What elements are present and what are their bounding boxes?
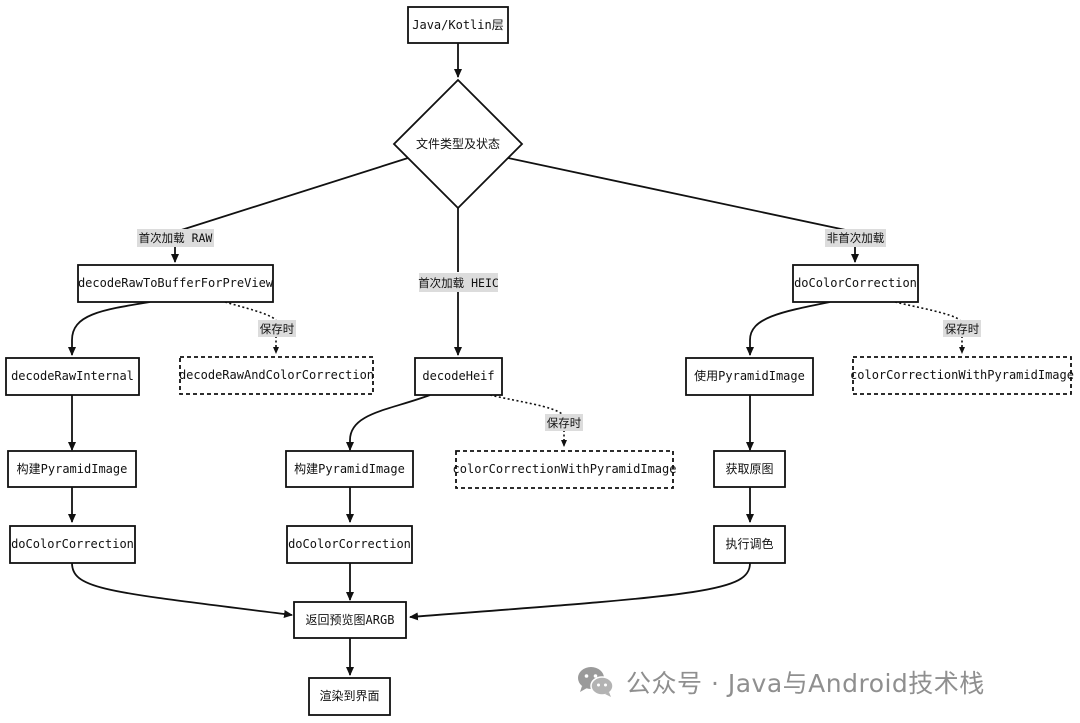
edge-label-bg bbox=[258, 320, 296, 337]
edge-label-text: 保存时 bbox=[945, 322, 980, 336]
node-label: doColorCorrection bbox=[288, 537, 411, 551]
node-raw-color-save: decodeRawAndColorCorrection bbox=[179, 356, 374, 395]
edge-label-first-heic: 首次加载 HEIC bbox=[418, 273, 499, 292]
node-raw-pyramid: 构建PyramidImage bbox=[7, 450, 137, 488]
edge-cc-to-save-label bbox=[894, 301, 961, 321]
edge-label-bg bbox=[137, 229, 214, 247]
node-label: 获取原图 bbox=[725, 462, 773, 476]
node-render-ui: 渲染到界面 bbox=[308, 677, 391, 716]
node-label: decodeRawInternal bbox=[11, 369, 134, 383]
edge-raw-preview-to-raw-internal bbox=[68, 301, 151, 356]
edge-raw-preview-to-save-label bbox=[224, 301, 277, 321]
node-get-original: 获取原图 bbox=[713, 450, 786, 488]
node-decision: 文件类型及状态 bbox=[392, 78, 524, 210]
node-heif-save: colorCorrectionWithPyramidImage bbox=[453, 450, 677, 489]
edge-decision-to-notfirst-label bbox=[507, 157, 856, 233]
edge-label-save-heif: 保存时 bbox=[545, 414, 583, 431]
node-apply-tone: 执行调色 bbox=[713, 525, 786, 564]
node-raw-correction: doColorCorrection bbox=[9, 525, 136, 564]
edge-label-bg bbox=[825, 229, 886, 247]
edge-label-text: 保存时 bbox=[547, 416, 582, 430]
edge-label-text: 首次加载 RAW bbox=[139, 231, 213, 245]
nodes: Java/Kotlin层 文件类型及状态 decodeRawToBufferFo… bbox=[5, 6, 1074, 716]
node-heif-correction: doColorCorrection bbox=[286, 525, 413, 564]
edge-label-first-raw: 首次加载 RAW bbox=[137, 229, 214, 247]
edge-label-text: 首次加载 HEIC bbox=[418, 276, 499, 290]
edge-raw-correction-to-return bbox=[71, 562, 293, 618]
watermark: 公众号 · Java与Android技术栈 bbox=[576, 660, 985, 704]
node-raw-preview: decodeRawToBufferForPreView bbox=[77, 264, 274, 303]
node-heif-decode: decodeHeif bbox=[414, 357, 503, 396]
node-label: 执行调色 bbox=[725, 537, 773, 551]
node-label: 文件类型及状态 bbox=[416, 136, 500, 151]
node-raw-internal: decodeRawInternal bbox=[5, 357, 140, 396]
edge-label-bg bbox=[419, 273, 498, 292]
node-label: 构建PyramidImage bbox=[17, 461, 128, 476]
wechat-icon bbox=[578, 667, 614, 697]
node-label: doColorCorrection bbox=[11, 537, 134, 551]
edge-label-bg bbox=[943, 320, 981, 337]
node-label: Java/Kotlin层 bbox=[412, 18, 503, 32]
edge-labels: 首次加载 RAW 首次加载 HEIC 非首次加载 保存时 保存时 保存时 bbox=[137, 229, 981, 431]
node-heif-pyramid: 构建PyramidImage bbox=[285, 450, 414, 488]
edge-label-bg bbox=[545, 414, 583, 431]
node-cc-save: colorCorrectionWithPyramidImage bbox=[850, 356, 1074, 395]
watermark-text: 公众号 · Java与Android技术栈 bbox=[626, 669, 985, 698]
node-label: 构建PyramidImage bbox=[294, 461, 405, 476]
edge-heif-decode-to-heif-pyramid bbox=[346, 394, 431, 451]
node-label: decodeRawAndColorCorrection bbox=[179, 368, 374, 382]
node-label: 使用PyramidImage bbox=[694, 368, 805, 383]
edge-label-text: 非首次加载 bbox=[827, 231, 885, 245]
edge-label-text: 保存时 bbox=[260, 322, 295, 336]
edge-heif-decode-to-save-label bbox=[489, 394, 563, 415]
edge-cc-to-use-pyramid bbox=[746, 301, 831, 356]
node-label: 返回预览图ARGB bbox=[306, 612, 395, 627]
node-label: decodeHeif bbox=[422, 369, 494, 383]
node-label: doColorCorrection bbox=[794, 276, 917, 290]
edge-label-save-cc: 保存时 bbox=[943, 320, 981, 337]
node-label: 渲染到界面 bbox=[319, 688, 379, 703]
edge-apply-tone-to-return bbox=[409, 562, 751, 621]
edges bbox=[68, 43, 859, 676]
node-return-argb: 返回预览图ARGB bbox=[293, 601, 407, 639]
edge-label-not-first: 非首次加载 bbox=[825, 229, 886, 247]
edge-label-save-raw: 保存时 bbox=[258, 320, 296, 337]
node-use-pyramid: 使用PyramidImage bbox=[685, 357, 814, 396]
dotted-edges bbox=[224, 301, 965, 447]
node-root: Java/Kotlin层 bbox=[407, 6, 509, 44]
node-label: decodeRawToBufferForPreView bbox=[78, 276, 274, 290]
node-label: colorCorrectionWithPyramidImage bbox=[453, 462, 677, 476]
node-color-correction: doColorCorrection bbox=[792, 264, 919, 303]
node-label: colorCorrectionWithPyramidImage bbox=[850, 368, 1074, 382]
edge-decision-to-raw-label bbox=[174, 157, 409, 233]
